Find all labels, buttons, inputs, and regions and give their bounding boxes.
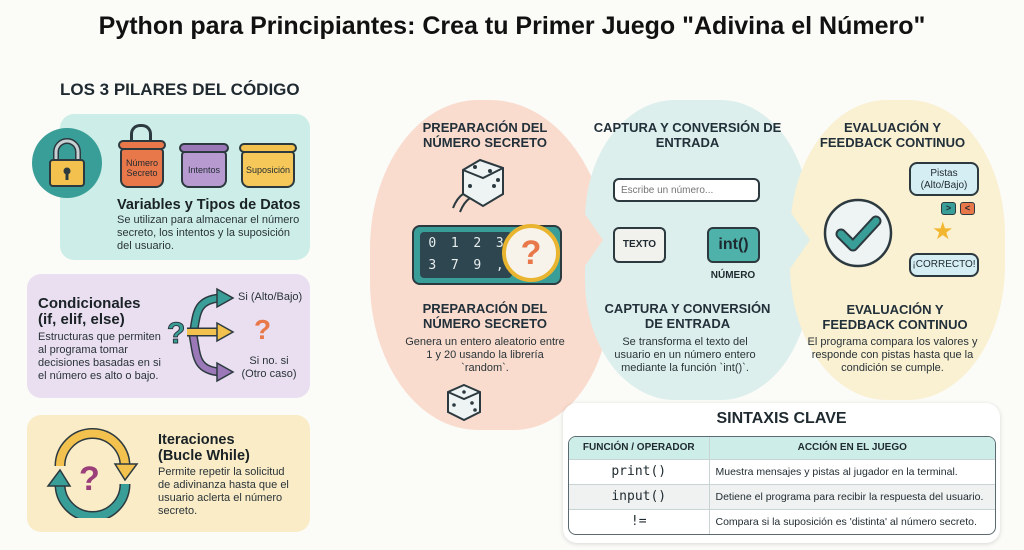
small-dice-icon (447, 383, 481, 422)
digit: 9 (473, 258, 482, 273)
table-row: != Compara si la suposición es 'distinta'… (569, 509, 995, 534)
conditionals-subtitle: (if, elif, else) (38, 311, 125, 328)
page-title: Python para Principiantes: Crea tu Prime… (98, 12, 926, 40)
digit: , (495, 258, 504, 273)
cell-action: Muestra mensajes y pistas al jugador en … (709, 459, 995, 485)
int-function-box: int() (707, 227, 760, 263)
branch-top-label: Si (Alto/Bajo) (238, 291, 303, 303)
conditionals-desc: Estructuras que permiten al programa tom… (38, 331, 161, 382)
step2-desc: Se transforma el texto del usuario en un… (614, 336, 756, 374)
header-action: ACCIÓN EN EL JUEGO (709, 437, 995, 460)
table-row: input()Detiene el programa para recibir … (569, 484, 995, 510)
text-box: TEXTO (613, 227, 666, 263)
digit: 2 (473, 236, 482, 251)
digit: 3 (495, 236, 504, 251)
number-input[interactable] (613, 178, 760, 202)
step3-desc: El programa compara los valores y respon… (807, 336, 978, 374)
number-label: NÚMERO (710, 270, 756, 281)
flow-arrow-icon (782, 200, 810, 280)
cell-action: Detiene el programa para recibir la resp… (709, 484, 995, 510)
loop-arrows-icon: ? (46, 428, 139, 518)
cell-function: print() (569, 459, 710, 485)
lock-icon (32, 128, 102, 198)
cell-function: != (569, 509, 710, 534)
question-mark-icon: ? (254, 314, 272, 345)
header-function: FUNCIÓN / OPERADOR (569, 437, 710, 460)
pillars-heading: LOS 3 PILARES DEL CÓDIGO (60, 80, 300, 99)
variables-title: Variables y Tipos de Datos (117, 197, 301, 213)
hints-bubble: Pistas (Alto/Bajo) (909, 162, 979, 196)
digit: 0 (428, 236, 437, 251)
star-icon: ★ (932, 218, 954, 245)
step2-title: CAPTURA Y CONVERSIÓN DE ENTRADA (604, 301, 771, 331)
dice-icon (452, 158, 504, 213)
jar-suposicion: Suposición (241, 151, 295, 188)
iterations-desc: Permite repetir la solicitud de adivinan… (158, 466, 289, 517)
svg-text:?: ? (167, 317, 185, 350)
less-than-icon: < (960, 202, 975, 215)
cell-function: input() (569, 484, 710, 510)
jar-numero-secreto: Número Secreto (120, 148, 164, 188)
step1-title: PREPARACIÓN DEL NÚMERO SECRETO (422, 301, 548, 331)
lock-small-icon (130, 124, 152, 140)
checkmark-icon (823, 198, 893, 268)
branch-bottom-label: Si no. si (Otro caso) (241, 355, 297, 380)
flow-arrow-icon (575, 200, 603, 280)
greater-than-icon: > (941, 202, 956, 215)
step1-heading: PREPARACIÓN DEL NÚMERO SECRETO (422, 120, 548, 150)
step1-desc: Genera un entero aleatorio entre 1 y 20 … (405, 336, 565, 374)
table-row: print()Muestra mensajes y pistas al juga… (569, 459, 995, 485)
svg-text:?: ? (79, 460, 100, 498)
correct-bubble: ¡CORRECTO! (909, 253, 979, 277)
conditionals-title: Condicionales (38, 295, 141, 312)
digit: 1 (450, 236, 459, 251)
flow-blob-3 (790, 100, 1005, 400)
jar-intentos: Intentos (181, 151, 227, 188)
step2-heading: CAPTURA Y CONVERSIÓN DE ENTRADA (593, 120, 782, 150)
step3-title: EVALUACIÓN Y FEEDBACK CONTINUO (822, 302, 968, 332)
magnifier-question-icon: ? (502, 224, 560, 282)
iterations-title: Iteraciones (158, 432, 235, 448)
variables-desc: Se utilizan para almacenar el número sec… (117, 214, 300, 252)
branch-arrows-icon: ? (167, 287, 235, 383)
digit: 3 (428, 258, 437, 273)
cell-action: Compara si la suposición es 'distinta' a… (715, 515, 977, 528)
step3-heading: EVALUACIÓN Y FEEDBACK CONTINUO (819, 120, 966, 150)
conditionals-card (27, 274, 310, 398)
syntax-title: SINTAXIS CLAVE (716, 410, 847, 427)
iterations-subtitle: (Bucle While) (158, 448, 250, 464)
digit: 7 (450, 258, 459, 273)
